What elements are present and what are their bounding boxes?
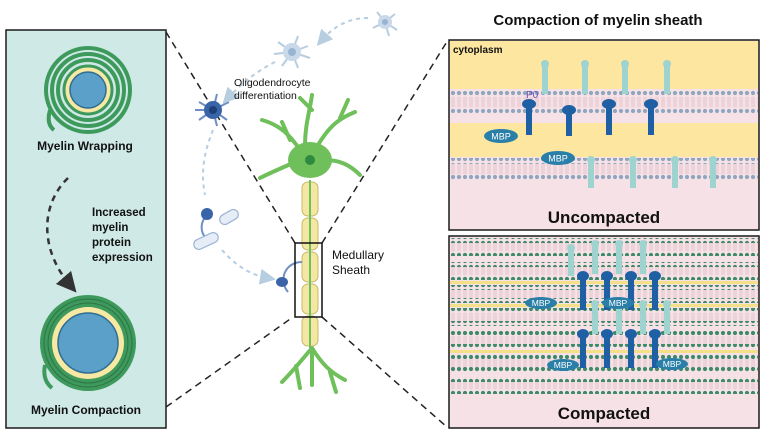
myelin-wrapping-label: Myelin Wrapping	[37, 139, 133, 153]
p0-protein-light	[567, 240, 671, 334]
compaction-title: Compaction of myelin sheath	[493, 12, 702, 29]
expression-label-line: myelin	[92, 222, 128, 234]
expression-label-line: Increased	[92, 207, 146, 219]
uncompacted-label: Uncompacted	[548, 208, 660, 227]
mbp-protein: MBP	[484, 129, 518, 143]
mbp-protein: MBP	[547, 359, 579, 371]
myelin-compaction-label: Myelin Compaction	[31, 403, 141, 417]
curved-arrow-icon	[46, 177, 77, 293]
oligodendrocyte-icon	[273, 35, 311, 69]
expression-label: Increased myelin protein expression	[92, 207, 153, 264]
left-panel: Myelin Wrapping Increased myelin protein…	[5, 29, 167, 429]
mbp-label: MBP	[491, 132, 511, 142]
oligodendrocyte-icon	[372, 11, 398, 37]
myelinating-oligodendrocyte-icon	[193, 208, 239, 250]
p0-protein-light	[587, 156, 717, 188]
neuron-icon	[258, 93, 362, 394]
p0-label: P0	[526, 90, 539, 101]
compacted-panel: MBP MBP MBP MBP Compacted	[448, 235, 760, 429]
mbp-protein: MBP	[602, 297, 634, 309]
compacted-myelin-icon	[40, 295, 136, 391]
center-illustration: Oligodendrocyte differentiation	[193, 11, 398, 394]
compacted-label: Compacted	[558, 404, 651, 423]
mbp-label: MBP	[554, 360, 573, 370]
mbp-label: MBP	[548, 154, 568, 164]
mbp-protein: MBP	[656, 358, 688, 370]
uncompacted-panel: cytoplasm P0	[448, 39, 760, 231]
p0-protein-light	[541, 60, 671, 94]
medullary-sheath-label: Sheath	[332, 263, 370, 277]
p0-protein-dark	[522, 99, 658, 136]
cytoplasm-label: cytoplasm	[453, 45, 503, 56]
oligodendrocyte-label-line: differentiation	[234, 90, 297, 102]
differentiation-arrows	[202, 17, 369, 285]
mbp-protein: MBP	[525, 297, 557, 309]
right-panel: cytoplasm P0	[448, 39, 760, 429]
oligodendrocyte-label-line: Oligodendrocyte	[234, 77, 311, 89]
oligodendrocyte-icon	[195, 93, 230, 127]
expression-label-line: protein	[92, 237, 131, 249]
mbp-label: MBP	[663, 359, 682, 369]
mbp-label: MBP	[609, 298, 628, 308]
medullary-sheath-label: Medullary	[332, 248, 384, 262]
sheath-zoom-box	[294, 242, 323, 318]
expression-label-line: expression	[92, 252, 153, 264]
mbp-label: MBP	[532, 298, 551, 308]
mbp-protein: MBP	[541, 151, 575, 165]
p0-protein-dark	[577, 271, 661, 368]
zoom-lines	[165, 31, 449, 429]
myelin-spiral-icon	[44, 46, 132, 134]
